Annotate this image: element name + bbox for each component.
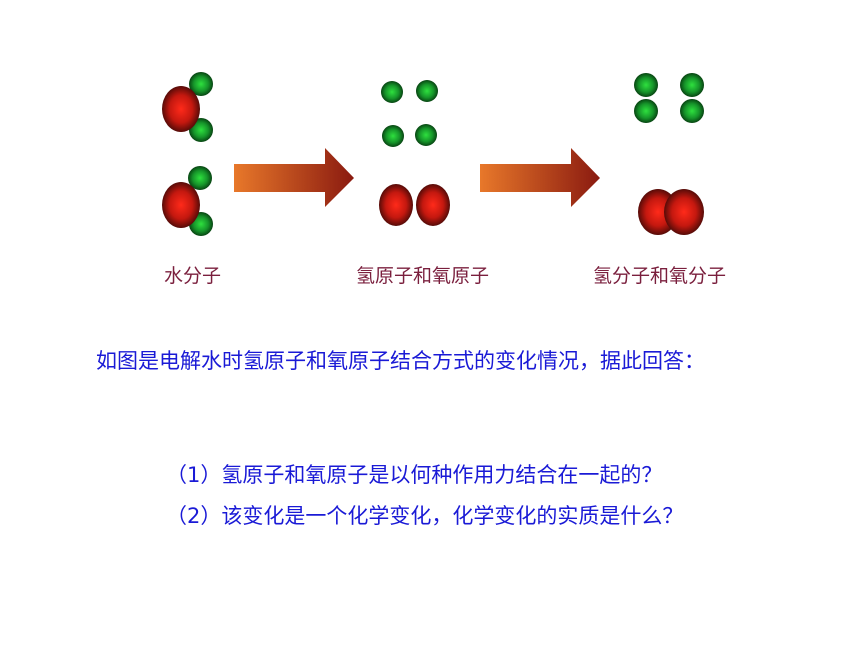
hydrogen-atom (382, 125, 404, 147)
caption-molecules: 氢分子和氧分子 (593, 265, 727, 287)
question-2: （2）该变化是一个化学变化，化学变化的实质是什么？ (166, 504, 684, 528)
oxygen-molecule (638, 189, 704, 235)
oxygen-atom (162, 86, 200, 132)
hydrogen-molecule-1 (634, 73, 658, 123)
question-1: （1）氢原子和氧原子是以何种作用力结合在一起的？ (166, 463, 663, 487)
hydrogen-atom (634, 73, 658, 97)
hydrogen-atom (680, 99, 704, 123)
hydrogen-molecule-2 (680, 73, 704, 123)
hydrogen-atom (188, 166, 212, 190)
oxygen-atom (664, 189, 704, 235)
hydrogen-atom (680, 73, 704, 97)
hydrogen-atom (415, 124, 437, 146)
separated-atoms (379, 80, 450, 226)
hydrogen-atom (381, 81, 403, 103)
caption-atoms: 氢原子和氧原子 (356, 265, 490, 287)
oxygen-atom (379, 184, 413, 226)
hydrogen-atom (189, 72, 213, 96)
caption-water-molecule: 水分子 (164, 265, 222, 287)
reaction-arrow-1 (234, 148, 354, 207)
reaction-arrow-2 (480, 148, 600, 207)
oxygen-atom (416, 184, 450, 226)
water-molecule-2 (162, 166, 213, 236)
intro-paragraph: 如图是电解水时氢原子和氧原子结合方式的变化情况，据此回答： (96, 349, 705, 373)
hydrogen-atom (634, 99, 658, 123)
hydrogen-atom (416, 80, 438, 102)
water-molecule-1 (162, 72, 213, 142)
oxygen-atom (162, 182, 200, 228)
